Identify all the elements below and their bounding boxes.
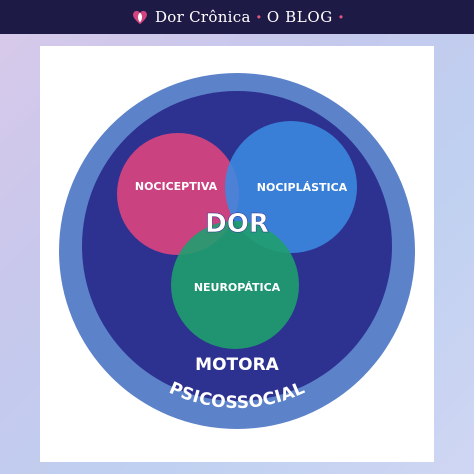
circle-nociplastica: [225, 121, 357, 253]
separator-dot: •: [256, 10, 261, 24]
section-name: O BLOG: [266, 8, 333, 26]
blog-header: Dor Crônica • O BLOG •: [0, 0, 474, 34]
circle-nociceptiva: [117, 133, 239, 255]
label-nociplastica: NOCIPLÁSTICA: [257, 181, 348, 194]
brand-name: Dor Crônica: [154, 8, 251, 26]
label-neuropatica: NEUROPÁTICA: [194, 281, 281, 294]
label-nociceptiva: NOCICEPTIVA: [135, 180, 218, 193]
label-motora: MOTORA: [195, 355, 280, 375]
trailing-dot: •: [338, 10, 344, 24]
heart-leaf-logo-icon: [132, 10, 147, 25]
circle-neuropatica: [171, 221, 299, 349]
center-label-dor: DOR: [205, 209, 269, 239]
